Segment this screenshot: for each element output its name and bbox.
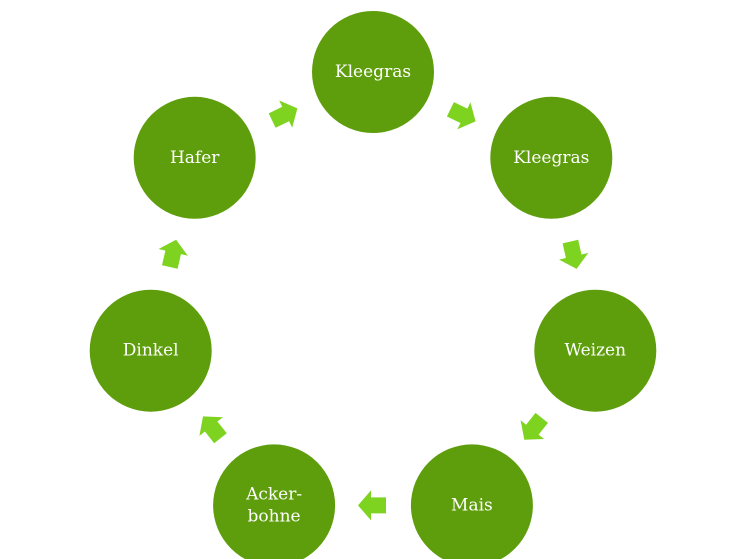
node-circle (534, 289, 657, 412)
node-label: Kleegras (513, 148, 589, 168)
arrow-icon-mais-to-ackerbohne (358, 490, 386, 521)
node-label: Kleegras (335, 62, 411, 82)
cycle-node-hafer: Hafer (133, 96, 256, 219)
arrow-icon-kleegras-2-to-weizen (559, 239, 589, 269)
cycle-node-ackerbohne: Acker-bohne (213, 444, 336, 559)
node-circle (133, 96, 256, 219)
node-circle (490, 96, 613, 219)
arrows-layer (158, 100, 589, 521)
node-label: Weizen (565, 341, 627, 361)
node-label: bohne (248, 506, 301, 526)
node-circle (312, 11, 434, 133)
node-circle (410, 444, 533, 559)
node-circle (213, 444, 336, 559)
node-label: Dinkel (123, 341, 179, 361)
cycle-node-mais: Mais (410, 444, 533, 559)
arrow-icon-weizen-to-mais (520, 412, 548, 440)
node-label: Mais (451, 495, 493, 515)
node-label: Hafer (170, 148, 220, 168)
arrow-icon-ackerbohne-to-dinkel (199, 416, 227, 444)
cycle-node-dinkel: Dinkel (89, 289, 212, 412)
node-label: Acker- (245, 484, 302, 504)
cycle-node-kleegras-1: Kleegras (312, 11, 434, 133)
cycle-node-weizen: Weizen (534, 289, 657, 412)
arrow-icon-dinkel-to-hafer (158, 239, 188, 269)
node-circle (89, 289, 212, 412)
cycle-node-kleegras-2: Kleegras (490, 96, 613, 219)
arrow-icon-kleegras-1-to-kleegras-2 (446, 102, 476, 130)
arrow-icon-hafer-to-kleegras-1 (268, 100, 298, 128)
nodes-layer: KleegrasKleegrasWeizenMaisAcker-bohneDin… (89, 11, 657, 559)
